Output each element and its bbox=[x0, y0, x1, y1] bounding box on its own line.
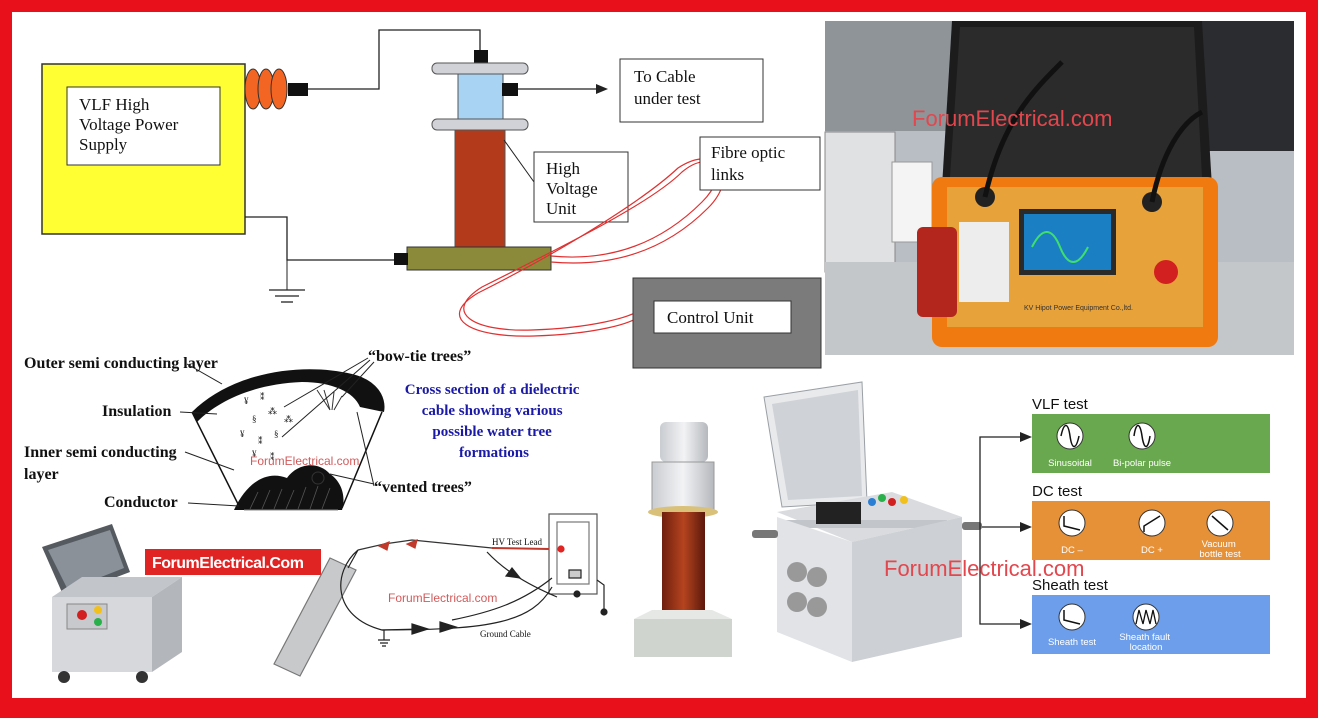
figure-canvas: VLF High Voltage Power Supply To Cable bbox=[24, 21, 1294, 683]
power-supply-label-line: VLF High bbox=[79, 95, 150, 114]
photo-watermark: ForumElectrical.com bbox=[912, 106, 1112, 131]
cable-cross-section: ¥⁑§ ⁂¥⁑ §⁂¥ ⁑ Outer semi conducting laye… bbox=[24, 348, 583, 511]
svg-text:VLF High Voltage Power: VLF High Voltage Power Supply bbox=[79, 95, 183, 154]
caption-line: possible water tree bbox=[432, 424, 552, 440]
arrowhead-dc bbox=[1020, 522, 1032, 532]
vlf-schematic: VLF High Voltage Power Supply To Cable bbox=[41, 29, 822, 369]
vlf-item-bipolar: Bi-polar pulse bbox=[1113, 458, 1171, 469]
vented-label: “vented trees” bbox=[374, 479, 472, 496]
cable-arrowhead bbox=[596, 84, 608, 94]
hv-unit-label-line: High bbox=[546, 159, 581, 178]
dc-item-vacuum: Vacuum bbox=[1202, 539, 1236, 550]
cross-section-watermark: ForumElectrical.com bbox=[250, 454, 359, 468]
cable-label-line: To Cable bbox=[634, 67, 696, 86]
fibre-optic-links bbox=[458, 158, 724, 337]
hv-unit-label-box bbox=[533, 151, 629, 223]
panel-brand: KV Hipot Power Equipment Co.,ltd. bbox=[1024, 305, 1133, 312]
insulation-label: Insulation bbox=[102, 403, 171, 420]
fibre-label-line: links bbox=[711, 165, 744, 184]
vlf-item-sinusoidal: Sinusoidal bbox=[1048, 458, 1092, 469]
hv-unit-label-line: Unit bbox=[546, 199, 577, 218]
svg-text:§: § bbox=[252, 414, 257, 424]
control-unit-label: Control Unit bbox=[667, 308, 754, 327]
power-supply-label-line: Supply bbox=[79, 135, 128, 154]
sheath-item-test: Sheath test bbox=[1048, 637, 1096, 648]
fibre-label-line: Fibre optic bbox=[711, 143, 786, 162]
composite-figure: VLF High Voltage Power Supply To Cable bbox=[12, 12, 1306, 698]
svg-text:Vacuum bottle test: Vacuum bottle test bbox=[1199, 539, 1241, 560]
sheath-item-fault: Sheath fault bbox=[1119, 632, 1170, 643]
arrowhead-sheath bbox=[1020, 619, 1032, 629]
sheath-test-panel: Sheath test Sheath test Sheath fault loc… bbox=[1032, 577, 1270, 654]
vlf-test-title: VLF test bbox=[1032, 396, 1089, 413]
hv-wire bbox=[308, 29, 481, 90]
caption-line: Cross section of a dielectric bbox=[405, 382, 580, 398]
power-supply-label-line: Voltage Power bbox=[79, 115, 179, 134]
cable-label-box bbox=[619, 58, 764, 123]
hv-unit-pointer bbox=[503, 139, 535, 183]
svg-text:⁂: ⁂ bbox=[284, 414, 293, 424]
outer-layer-label: Outer semi conducting layer bbox=[24, 355, 218, 372]
svg-text:¥: ¥ bbox=[252, 449, 257, 459]
brand-badge bbox=[145, 549, 321, 575]
hv-unit-label-line: Voltage bbox=[546, 179, 598, 198]
hv-unit bbox=[394, 50, 552, 271]
svg-text:Outer semi conducting layer: Outer semi conducting layer Insulation I… bbox=[24, 348, 475, 511]
svg-text:Fibre optic links: Fibre optic links bbox=[711, 143, 789, 184]
dc-test-title: DC test bbox=[1032, 483, 1083, 500]
arrowhead-vlf bbox=[1020, 432, 1032, 442]
dc-item-negative: DC – bbox=[1061, 545, 1083, 556]
dc-item-positive: DC + bbox=[1141, 545, 1163, 556]
inner-layer-label: Inner semi conducting bbox=[24, 444, 177, 461]
brand-badge-text: ForumElectrical.Com bbox=[152, 555, 304, 572]
conductor-label: Conductor bbox=[104, 494, 178, 511]
svg-text:⁑: ⁑ bbox=[260, 391, 265, 402]
inner-layer-label: layer bbox=[24, 466, 59, 483]
test-wiring-diagram bbox=[273, 513, 608, 677]
svg-text:¥: ¥ bbox=[240, 429, 245, 439]
vlf-test-set-photo: KV Hipot Power Equipment Co.,ltd. ForumE… bbox=[824, 21, 1294, 355]
dc-test-panel: DC test DC – DC + Vacuum bottle test bbox=[1032, 483, 1270, 560]
svg-text:§: § bbox=[274, 429, 279, 439]
fibre-label-box bbox=[699, 136, 821, 191]
cable-label-line: under test bbox=[634, 89, 701, 108]
wiring-watermark: ForumElectrical.com bbox=[388, 591, 497, 605]
center-watermark: ForumElectrical.com bbox=[884, 556, 1084, 581]
svg-text:¥: ¥ bbox=[244, 396, 249, 406]
caption-line: formations bbox=[459, 445, 529, 461]
portable-tester-photo bbox=[42, 524, 182, 683]
sheath-test-title: Sheath test bbox=[1032, 577, 1109, 594]
control-unit-label-box bbox=[653, 300, 792, 334]
dc-item-vacuum: bottle test bbox=[1199, 549, 1241, 560]
ground-cable-label: Ground Cable bbox=[480, 629, 531, 639]
svg-text:Cross section of a dielectric: Cross section of a dielectric cable show… bbox=[405, 382, 583, 461]
output-bushing bbox=[244, 68, 308, 110]
svg-text:To Cable under test: To Cable under test bbox=[634, 67, 701, 108]
vlf-test-panel: VLF test Sinusoidal Bi-polar pulse bbox=[1032, 396, 1270, 473]
sheath-item-fault: location bbox=[1130, 642, 1163, 653]
power-supply-label-box bbox=[66, 86, 221, 166]
svg-text:⁑: ⁑ bbox=[258, 435, 263, 446]
hv-lead-label: HV Test Lead bbox=[492, 537, 543, 547]
svg-text:⁑: ⁑ bbox=[270, 451, 275, 462]
svg-text:High Voltage Unit: High Voltage Unit bbox=[546, 159, 602, 218]
ground-symbol bbox=[269, 289, 305, 303]
svg-text:Sheath fault location: Sheath fault location bbox=[1119, 632, 1172, 653]
svg-text:⁂: ⁂ bbox=[268, 406, 277, 416]
test-set-photo bbox=[752, 381, 982, 662]
hv-unit-photo bbox=[634, 422, 732, 657]
caption-line: cable showing various bbox=[422, 403, 563, 419]
ground-wire bbox=[245, 216, 394, 261]
bowtie-label: “bow-tie trees” bbox=[368, 348, 471, 365]
